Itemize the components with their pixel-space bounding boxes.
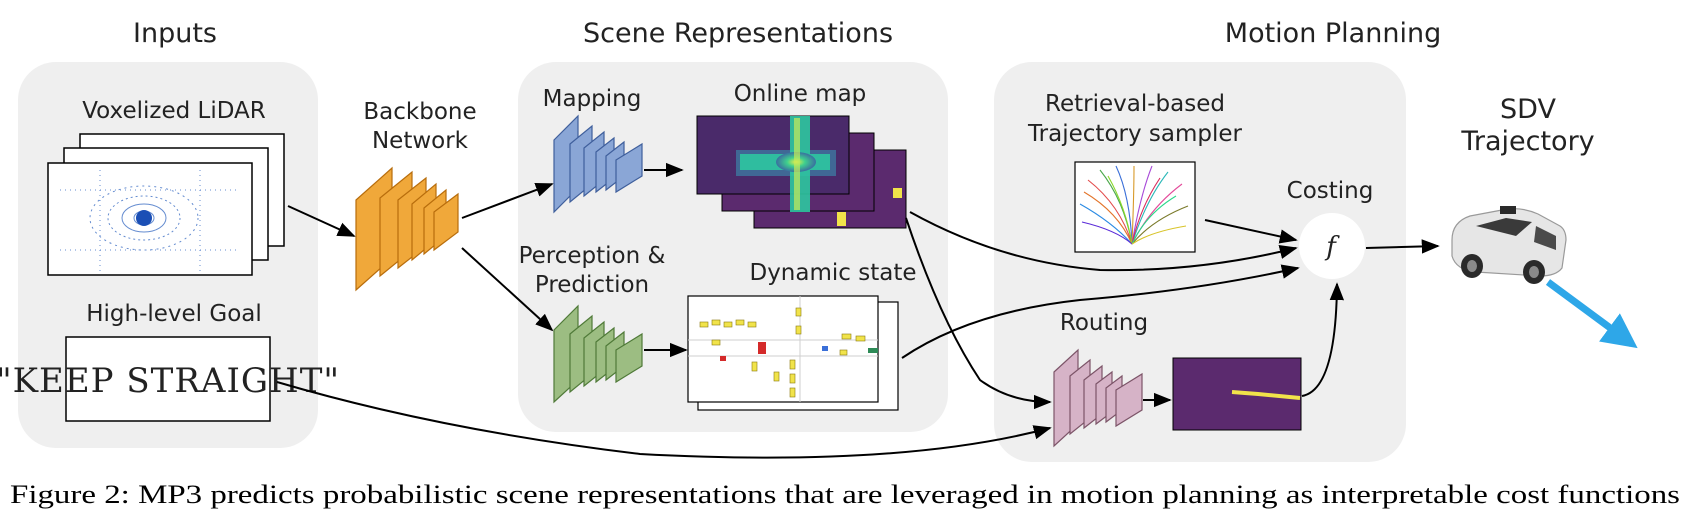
section-header-inputs: Inputs <box>133 18 217 49</box>
trajectory-sampler-image <box>1074 161 1196 253</box>
perception-label-line2: Prediction <box>535 272 649 298</box>
routing-network-blocks <box>1053 348 1143 448</box>
backbone-label-line2: Network <box>372 128 469 154</box>
perception-network-blocks <box>553 304 643 404</box>
sampler-label-line2: Trajectory sampler <box>1027 121 1242 147</box>
sampler-label-line1: Retrieval-based <box>1045 91 1225 117</box>
routing-label: Routing <box>1060 310 1148 336</box>
goal-text: "KEEP STRAIGHT" <box>0 361 340 401</box>
route-map-image <box>1172 357 1302 431</box>
mapping-label: Mapping <box>543 86 642 112</box>
section-header-scene: Scene Representations <box>583 18 893 49</box>
costing-label: Costing <box>1287 178 1374 204</box>
sdv-label-line2: Trajectory <box>1460 126 1594 157</box>
sdv-car-icon <box>1451 206 1567 284</box>
sdv-label-line1: SDV <box>1500 94 1556 125</box>
lidar-stack <box>47 133 285 276</box>
section-header-motion: Motion Planning <box>1225 18 1441 49</box>
mapping-network-blocks <box>553 114 643 214</box>
perception-label-line1: Perception & <box>519 243 666 269</box>
online-map-label: Online map <box>734 81 867 107</box>
dynamic-state-label: Dynamic state <box>749 260 916 286</box>
flow-arrows <box>276 162 1440 459</box>
dynamic-state-stack <box>687 295 899 411</box>
goal-box <box>65 336 271 422</box>
sdv-trajectory-arrow <box>1545 279 1638 349</box>
lidar-label: Voxelized LiDAR <box>82 98 266 124</box>
backbone-network-blocks <box>355 166 459 292</box>
cost-function-node <box>1299 213 1365 279</box>
online-map-stack <box>696 115 907 229</box>
figure-caption: Figure 2: MP3 predicts probabilistic sce… <box>10 480 1680 509</box>
backbone-label-line1: Backbone <box>363 99 476 125</box>
goal-label: High-level Goal <box>86 301 262 327</box>
